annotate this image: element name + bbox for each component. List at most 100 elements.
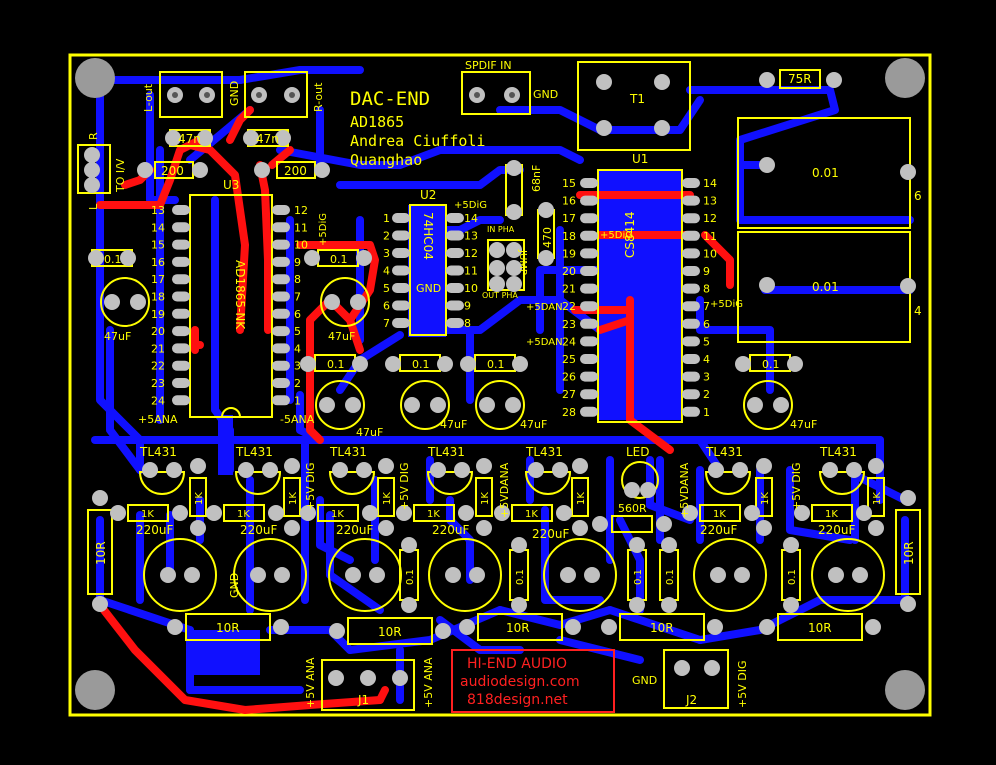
cap47-c-label: 47uF [356, 426, 383, 439]
component-pad [656, 516, 672, 532]
j2-right-label: +5V DIG [736, 661, 749, 708]
u3-pin-number: 3 [294, 360, 301, 373]
component-pad [459, 619, 475, 635]
component-pad [329, 623, 345, 639]
component-pad [565, 619, 581, 635]
cap220-g-label: 220uF [818, 523, 856, 537]
u2-pin-pad [392, 318, 410, 328]
u2-pin-number: 8 [464, 317, 471, 330]
component-pad [783, 597, 799, 613]
tl431-b-label: TL431 [235, 445, 273, 459]
u1-pin-pad [682, 266, 700, 276]
i2s-r-label: R [87, 132, 100, 140]
r75-label: 75R [788, 72, 812, 86]
cap47-a-label: 47uF [104, 330, 131, 343]
u2-pin-number: 6 [383, 300, 390, 313]
u3-pin-number: 6 [294, 308, 301, 321]
c47n-a-label: 47n [178, 132, 201, 146]
tl431-g-label: TL431 [819, 445, 857, 459]
u1-pin-number: 23 [562, 318, 576, 331]
u1-pin-number: 9 [703, 265, 710, 278]
u1-pin-number: 4 [703, 353, 710, 366]
branding-box [451, 649, 615, 713]
u1-pin-pad [682, 301, 700, 312]
c68nf-label: 68nF [530, 165, 543, 192]
component-pad [852, 567, 868, 583]
u3-pin-number: 7 [294, 291, 301, 304]
cap220-a-label: 220uF [136, 523, 174, 537]
component-pad [759, 72, 775, 88]
j1-left-label: +5V ANA [304, 657, 317, 708]
u1-pin-pad [682, 354, 700, 364]
component-pad [710, 567, 726, 583]
u2-pin-number: 12 [464, 247, 478, 260]
u2-pin-number: 1 [383, 212, 390, 225]
plus5vdana-a-label: +5VDANA [498, 462, 511, 518]
c01-c-label: 0.1 [327, 358, 345, 371]
u3-m5ana-label: -5ANA [280, 413, 315, 426]
i2s-l-label: L [87, 203, 100, 210]
r1k-b-label: 1K [288, 492, 299, 505]
component-pad [629, 537, 645, 553]
component-pad [190, 458, 206, 474]
u3-pin-number: 1 [294, 394, 301, 407]
component-pad [300, 505, 316, 521]
component-pad [756, 458, 772, 474]
component-pad [476, 520, 492, 536]
in-pha-label: IN PHA [487, 225, 515, 234]
u1-pin-number: 2 [703, 388, 710, 401]
u1-pin-number: 19 [562, 247, 576, 260]
u2-pin-pad [446, 248, 464, 258]
component-pad [552, 462, 568, 478]
component-pad [454, 462, 470, 478]
component-pad [787, 356, 803, 372]
component-pad [479, 397, 495, 413]
component-pad [184, 567, 200, 583]
component-pad [674, 660, 690, 676]
board-author2: Quanghao [350, 151, 422, 169]
c01-v2-label: 0.1 [515, 569, 526, 585]
u1-pin-pad [580, 301, 598, 312]
u1-pin-number: 25 [562, 353, 576, 366]
u1-pin-number: 22 [562, 300, 576, 313]
u3-pin-pad [172, 256, 190, 267]
u3-pin-number: 21 [151, 342, 165, 355]
component-pad [592, 516, 608, 532]
u1-pin-number: 17 [562, 212, 576, 225]
component-pad [661, 597, 677, 613]
board-author1: Andrea Ciuffoli [350, 132, 485, 150]
u3-pin-number: 22 [151, 360, 165, 373]
u3-pin-number: 17 [151, 273, 165, 286]
u3-pin-number: 14 [151, 221, 165, 234]
component-pad [238, 462, 254, 478]
r1k-n-label: 1K [825, 509, 838, 520]
component-pad [142, 462, 158, 478]
u3-pin-pad [172, 343, 190, 354]
u2-pin-number: 4 [383, 265, 390, 278]
mount-hole-br [885, 670, 925, 710]
silkscreen-text: DAC-END AD1865 Andrea Ciuffoli Quanghao … [87, 59, 922, 708]
c001b-label: 0.01 [812, 280, 839, 294]
component-pad [708, 462, 724, 478]
component-pad [84, 162, 100, 178]
u3-part-label: AD1865-NK [233, 260, 247, 330]
u3-pin-pad [272, 378, 290, 388]
c01-v4-label: 0.1 [665, 569, 676, 585]
component-pad [356, 250, 372, 266]
component-pad [538, 250, 554, 266]
plus5v-dig-b-label: +5V DIG [398, 463, 411, 510]
component-pad [360, 670, 376, 686]
u1-pin-pad [580, 248, 598, 259]
u1-pin-pad [682, 178, 700, 188]
u3-pin-pad [272, 239, 290, 250]
component-pad [560, 567, 576, 583]
component-pad [826, 72, 842, 88]
u1-pin-number: 28 [562, 406, 576, 419]
u1-pin-pad [682, 336, 700, 347]
r1k-e-label: 1K [576, 492, 587, 505]
component-pad [300, 356, 316, 372]
component-pad [284, 520, 300, 536]
component-pad [206, 505, 222, 521]
j2-left-label: GND [632, 674, 657, 687]
component-pad [92, 596, 108, 612]
